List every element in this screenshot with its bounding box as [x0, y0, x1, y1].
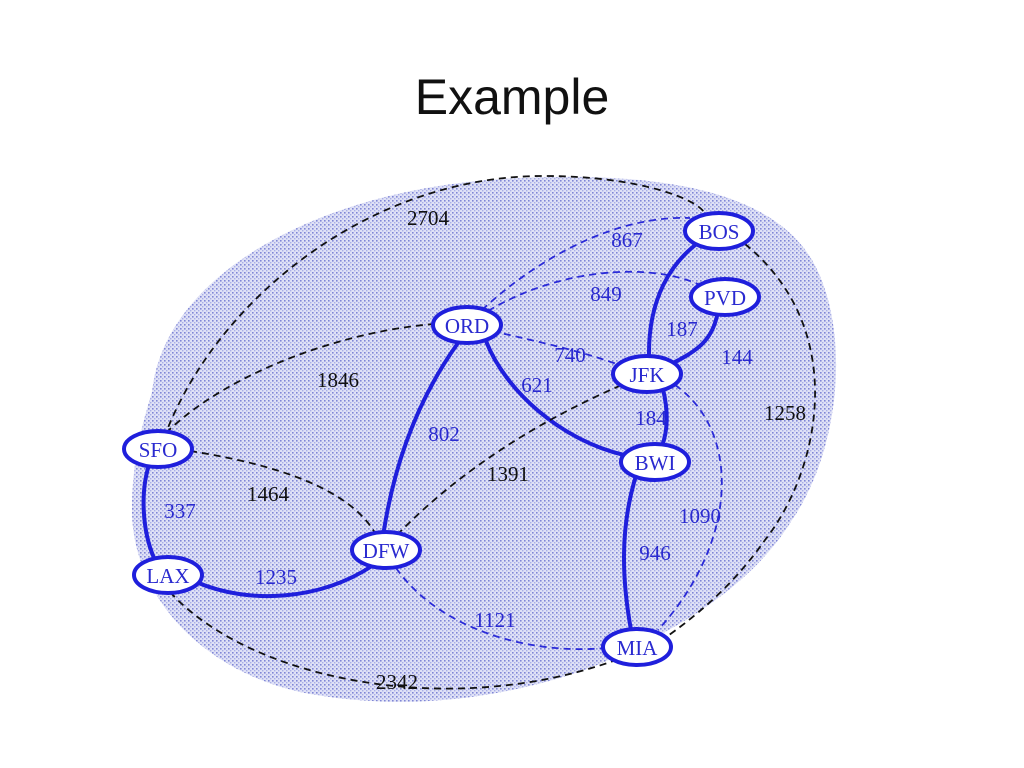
edge-ord-dfw — [382, 341, 460, 532]
edge-weight-bos-mia: 1258 — [764, 401, 806, 425]
edge-bwi-mia — [621, 477, 637, 632]
node-ring-jfk — [611, 354, 683, 394]
edge-jfk-mia — [657, 384, 723, 631]
edge-weight-jfk-bos: 187 — [666, 317, 698, 341]
edge-weight-dfw-mia: 1121 — [474, 608, 515, 632]
node-jfk: JFK — [611, 354, 683, 394]
edge-weight-ord-pvd: 849 — [590, 282, 622, 306]
edge-ord-pvd — [487, 270, 701, 312]
edge-weight-jfk-mia: 1090 — [679, 504, 721, 528]
slide-title: Example — [414, 69, 610, 125]
edge-ord-bwi — [484, 339, 626, 457]
node-label-bos: BOS — [699, 220, 740, 244]
edges-layer — [141, 175, 816, 690]
edge-bos-mia — [664, 243, 816, 639]
edge-jfk-bos — [646, 238, 704, 359]
edge-ord-jfk — [491, 330, 623, 367]
edge-weight-jfk-pvd: 144 — [721, 345, 753, 369]
edge-jfk-bwi — [660, 387, 669, 448]
edge-dfw-mia — [395, 567, 607, 651]
node-ring-dfw — [350, 530, 422, 570]
node-lax: LAX — [132, 555, 204, 595]
node-label-pvd: PVD — [704, 286, 746, 310]
node-ring-bwi — [619, 442, 691, 482]
edge-weight-sfo-dfw: 1464 — [247, 482, 290, 506]
edge-dfw-jfk — [396, 383, 625, 536]
node-label-mia: MIA — [617, 636, 659, 660]
edge-weight-sfo-ord: 1846 — [317, 368, 359, 392]
node-label-dfw: DFW — [363, 539, 410, 563]
node-ring-bos — [683, 211, 755, 251]
shaded-region — [132, 176, 837, 702]
edge-weight-bwi-mia: 946 — [639, 541, 671, 565]
edge-weight-lax-mia: 2342 — [376, 670, 418, 694]
node-ring-ord — [431, 305, 503, 345]
node-bos: BOS — [683, 211, 755, 251]
edge-weight-ord-bwi: 621 — [521, 373, 553, 397]
edge-ord-bos — [481, 217, 691, 311]
edge-sfo-lax — [141, 460, 156, 560]
node-ord: ORD — [431, 305, 503, 345]
edge-weight-dfw-jfk: 1391 — [487, 462, 529, 486]
edge-weight-jfk-bwi: 184 — [635, 406, 667, 430]
node-ring-pvd — [689, 277, 761, 317]
node-label-ord: ORD — [445, 314, 489, 338]
node-label-sfo: SFO — [139, 438, 178, 462]
edge-sfo-bos — [163, 175, 706, 439]
edge-sfo-dfw — [189, 450, 376, 534]
node-label-lax: LAX — [146, 564, 189, 588]
node-label-bwi: BWI — [635, 451, 676, 475]
edge-weight-sfo-lax: 337 — [164, 499, 196, 523]
node-mia: MIA — [601, 627, 673, 667]
node-ring-lax — [132, 555, 204, 595]
edge-sfo-ord — [165, 323, 436, 434]
edge-weight-ord-dfw: 802 — [428, 422, 460, 446]
edge-weight-ord-bos: 867 — [611, 228, 643, 252]
edge-lax-dfw — [194, 564, 374, 599]
edge-weight-sfo-bos: 2704 — [407, 206, 450, 230]
edge-lax-mia — [169, 591, 617, 690]
node-dfw: DFW — [350, 530, 422, 570]
nodes-layer: BOS PVD ORD JFK SFO BWI DFW LAX MIA — [122, 211, 761, 667]
node-label-jfk: JFK — [629, 363, 664, 387]
node-pvd: PVD — [689, 277, 761, 317]
node-bwi: BWI — [619, 442, 691, 482]
edge-weight-ord-jfk: 740 — [554, 343, 586, 367]
node-ring-mia — [601, 627, 673, 667]
node-ring-sfo — [122, 429, 194, 469]
node-sfo: SFO — [122, 429, 194, 469]
edge-weight-lax-dfw: 1235 — [255, 565, 297, 589]
